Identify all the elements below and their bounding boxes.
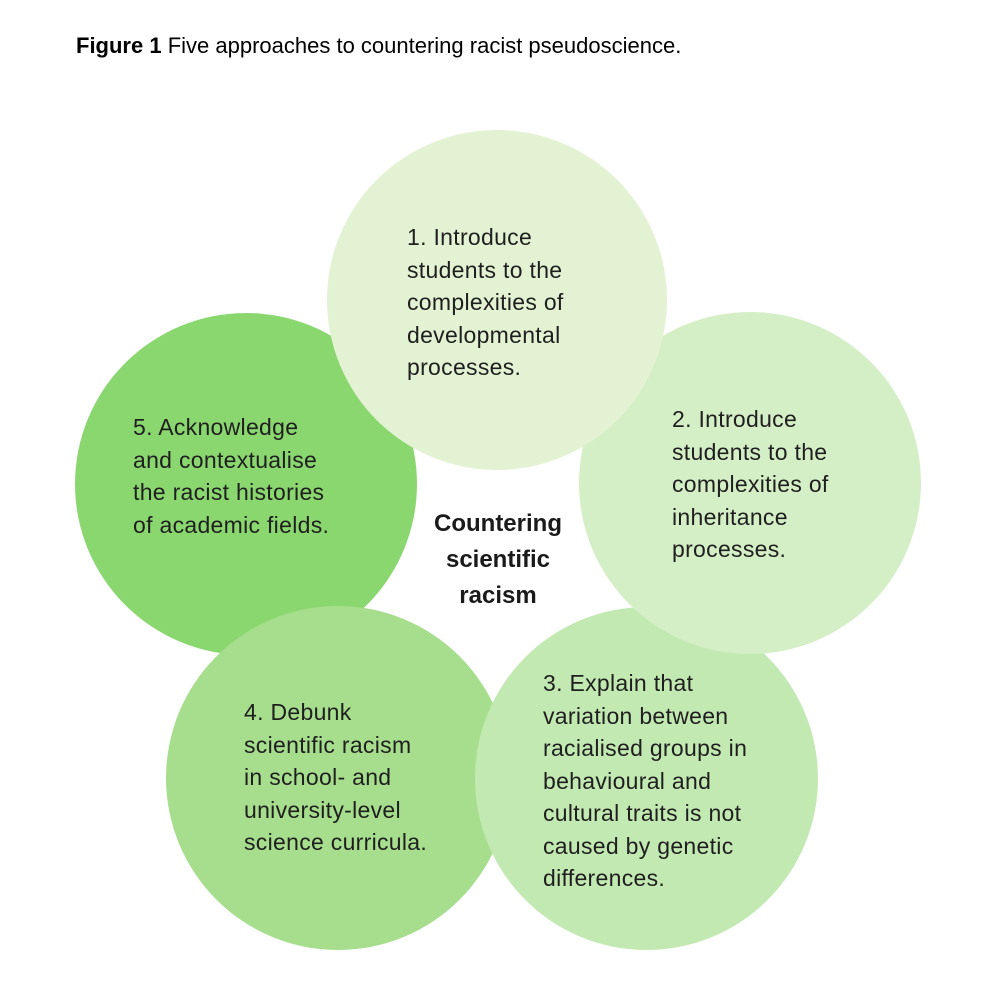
figure-caption: Figure 1 Five approaches to countering r… — [76, 32, 681, 60]
approach-5-text: 5. Acknowledge and contextualise the rac… — [133, 414, 330, 538]
approach-1-circle — [327, 130, 667, 470]
figure-number: Figure 1 — [76, 33, 162, 58]
approach-1-text: 1. Introduce students to the complexitie… — [407, 224, 564, 380]
figure-caption-text: Five approaches to countering racist pse… — [161, 33, 682, 58]
approach-4-text: 4. Debunk scientific racism in school- a… — [244, 699, 428, 855]
approach-4-circle — [166, 606, 510, 950]
approach-2-text: 2. Introduce students to the complexitie… — [672, 406, 829, 562]
approach-3-circle — [475, 607, 818, 950]
approach-3-text: 3. Explain that variation between racial… — [543, 670, 748, 891]
center-label: Countering scientific racism — [434, 510, 562, 609]
